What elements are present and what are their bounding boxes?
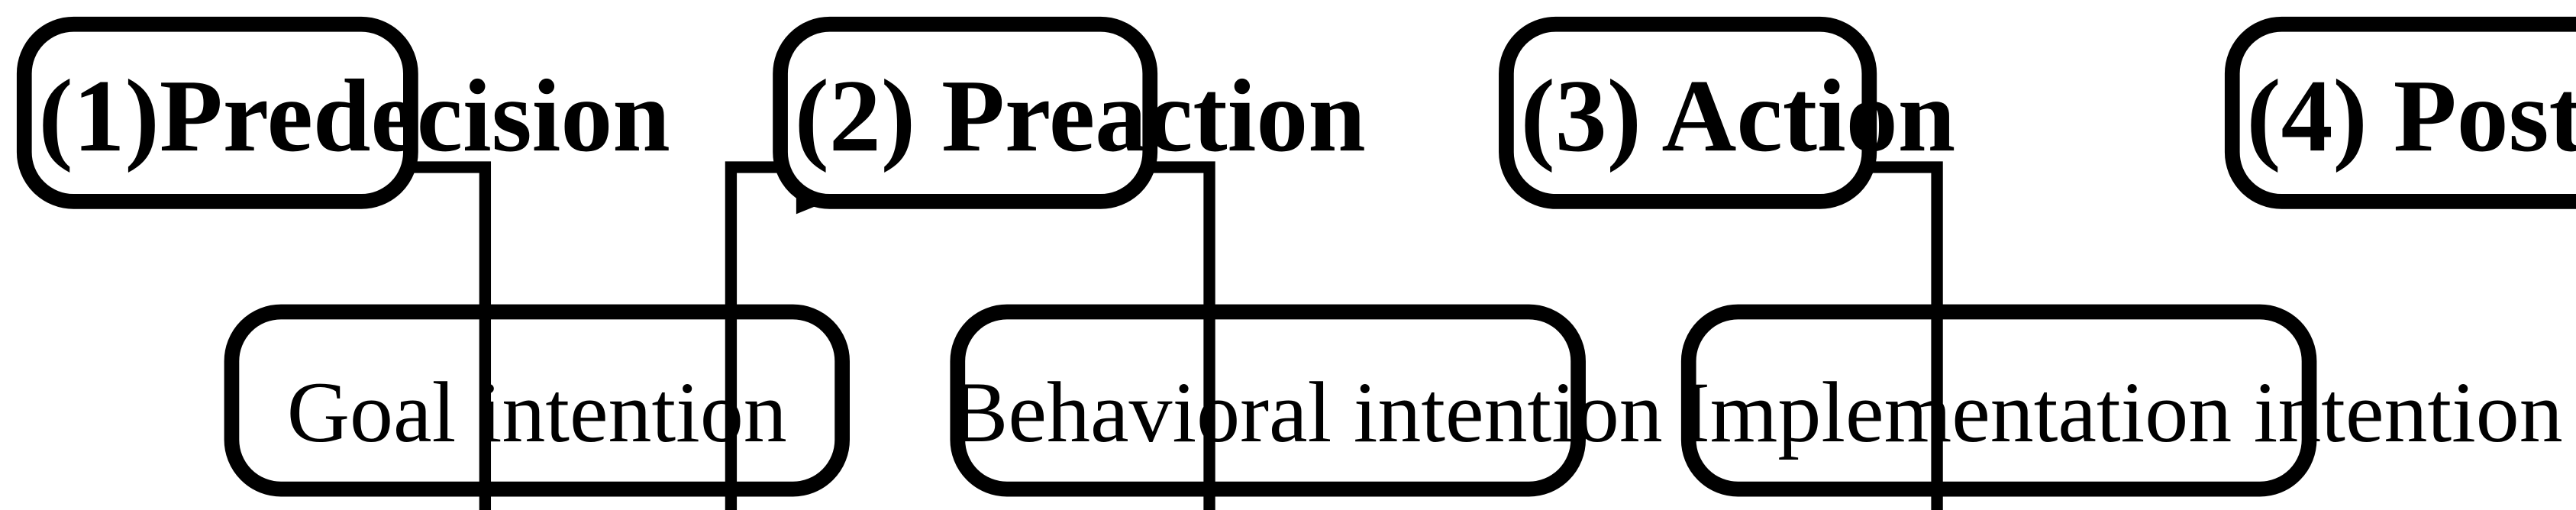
intention-label-behavioral-intention: Behavioral intention	[950, 366, 1663, 462]
stage-box-preaction[interactable]: (2) Preaction	[773, 16, 1366, 209]
stage-box-postaction[interactable]: (4) Postaction	[2224, 16, 2576, 209]
stage-label-action: (3) Action	[1520, 60, 1956, 174]
stage-label-predecision: (1)Predecision	[38, 60, 670, 174]
stage-box-predecision[interactable]: (1)Predecision	[16, 16, 670, 209]
intention-label-implementation-intention: Implementation intention	[1680, 366, 2563, 462]
intention-label-goal-intention: Goal intention	[286, 366, 787, 462]
stage-label-postaction: (4) Postaction	[2246, 60, 2576, 174]
stage-label-preaction: (2) Preaction	[794, 60, 1366, 174]
stage-box-action[interactable]: (3) Action	[1499, 16, 1955, 209]
